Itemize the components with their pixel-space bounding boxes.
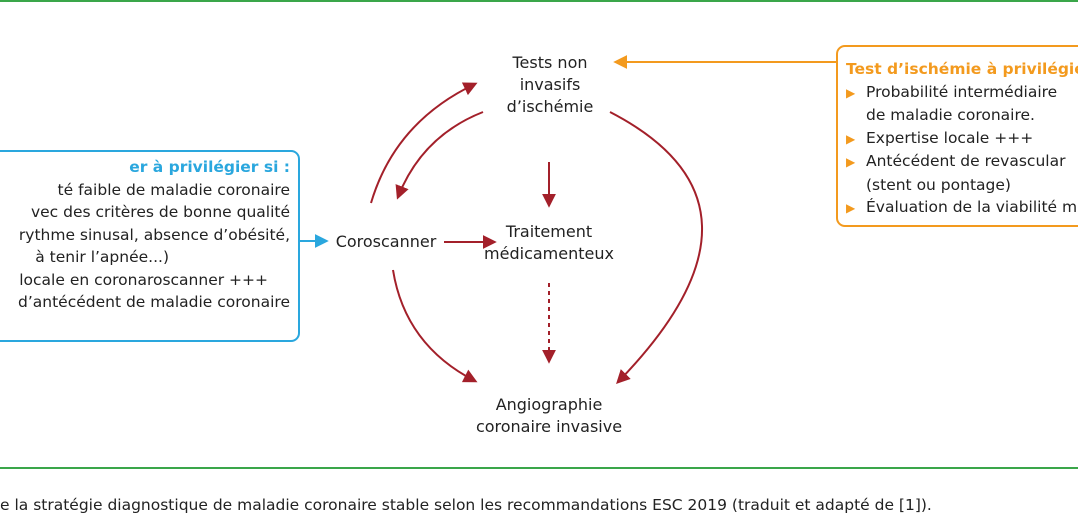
arrow-tests-to-angiographie (609, 111, 703, 385)
left-criteria-box: er à privilégier si : té faible de malad… (0, 150, 300, 342)
triangle-bullet-icon: ▶ (846, 155, 856, 169)
figure-caption: e la stratégie diagnostique de maladie c… (0, 496, 932, 514)
right-box-title: Test d’ischémie à privilégie (846, 60, 1078, 78)
triangle-bullet-icon: ▶ (846, 85, 856, 100)
left-box-line: té faible de maladie coronaire (57, 180, 290, 199)
right-box-item: ▶Expertise locale +++ (846, 127, 1078, 151)
left-box-title: er à privilégier si : (129, 158, 290, 176)
right-box-item: ▶Probabilité intermédiaire (846, 81, 1078, 105)
left-box-line: d’antécédent de maladie coronaire (18, 293, 290, 311)
node-angiographie: Angiographie coronaire invasive (475, 395, 623, 436)
right-box-item-continued: (stent ou pontage) (866, 175, 1011, 194)
node-traitement: Traitement médicamenteux (484, 222, 614, 263)
left-box-line: locale en coronaroscanner +++ (19, 270, 268, 289)
right-box-item-continued: de maladie coronaire. (866, 106, 1035, 124)
arrow-coroscanner-to-tests (370, 82, 478, 204)
right-box-item: ▶Évaluation de la viabilité m (846, 196, 1078, 220)
right-criteria-box: Test d’ischémie à privilégie ▶Probabilit… (836, 45, 1078, 227)
arrow-tests-to-coroscanner (395, 111, 484, 200)
node-coroscanner: Coroscanner (335, 232, 437, 251)
triangle-bullet-icon: ▶ (846, 131, 856, 146)
right-box-item: ▶Antécédent de revascular (846, 150, 1078, 174)
arrow-coroscanner-to-angiographie (392, 269, 478, 383)
left-box-line: vec des critères de bonne qualité (30, 203, 290, 221)
left-box-line: rythme sinusal, absence d’obésité, (18, 225, 290, 244)
bottom-rule (0, 467, 1078, 469)
left-box-line: à tenir l’apnée...) (35, 248, 169, 266)
top-rule (0, 0, 1078, 2)
node-tests-non-invasifs: Tests non invasifs d’ischémie (506, 53, 594, 116)
triangle-bullet-icon: ▶ (846, 201, 856, 215)
